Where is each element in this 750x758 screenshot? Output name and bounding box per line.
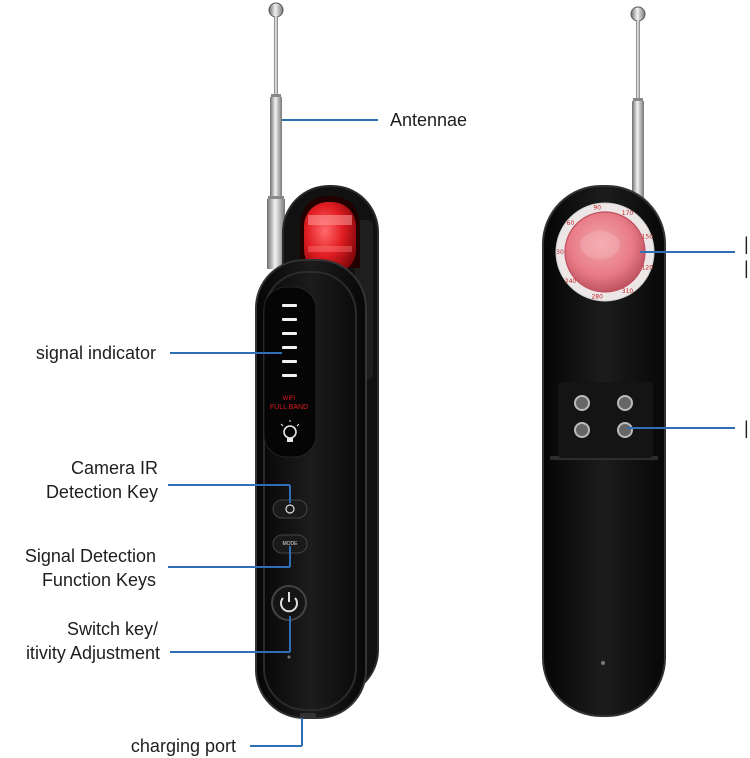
lightbulb-icon: [280, 420, 300, 442]
indicator-panel: [263, 286, 317, 458]
camera-ir-label-line2: Detection Key: [45, 482, 158, 502]
red-lens: [300, 196, 360, 274]
lens-ring-number: 60: [567, 220, 575, 227]
charging-port-slot: [300, 713, 316, 718]
signal-detection-label-line1: Signal Detection: [24, 546, 156, 566]
left-antenna: [267, 2, 285, 269]
lens-ring-number: 170: [622, 210, 634, 217]
lens-ring-numbers: 170 150 120 310 280 240 30 60 90: [556, 205, 653, 301]
lens-ring-number: 240: [565, 278, 577, 285]
indicator-text-fullband: FULL BAND: [269, 404, 309, 411]
microphone-dot: [287, 655, 291, 659]
lens-ring-number: 310: [622, 288, 634, 295]
lens-ring-number: 30: [556, 249, 564, 256]
right-edge-mark-1: |: [744, 234, 749, 254]
antennae-label: Antennae: [390, 110, 468, 130]
signal-detection-label-line2: Function Keys: [41, 570, 156, 590]
right-dot: [601, 661, 605, 665]
power-button[interactable]: [271, 585, 307, 621]
bolt-icons: [574, 395, 633, 438]
right-edge-mark-2: |: [744, 258, 749, 278]
switch-key-label-line2: itivity Adjustment: [25, 643, 160, 663]
signal-indicator-label: signal indicator: [35, 343, 156, 363]
lens-ring-number: 280: [591, 293, 603, 300]
switch-key-label-line1: Switch key/: [66, 619, 158, 639]
camera-ir-label-line1: Camera IR: [70, 458, 158, 478]
signal-indicator-bars: [282, 304, 297, 377]
right-antenna: [630, 6, 646, 201]
callout-lines: [168, 119, 735, 747]
camera-lens: [555, 202, 655, 302]
charging-port-label: charging port: [130, 736, 236, 756]
lens-ring-number: 90: [593, 205, 601, 212]
right-detector: 170 150 120 310 280 240 30 60 90: [542, 6, 666, 717]
mode-button-label: MODE: [282, 541, 298, 547]
camera-ir-detection-key[interactable]: [272, 499, 308, 519]
lens-ring-number: 150: [642, 234, 654, 241]
bolt-plate: [558, 382, 653, 458]
lens-ring-number: 120: [642, 264, 654, 271]
right-edge-mark-3: |: [744, 418, 749, 438]
indicator-text-wifi: WIFI: [282, 396, 296, 402]
left-detector: [255, 2, 379, 719]
